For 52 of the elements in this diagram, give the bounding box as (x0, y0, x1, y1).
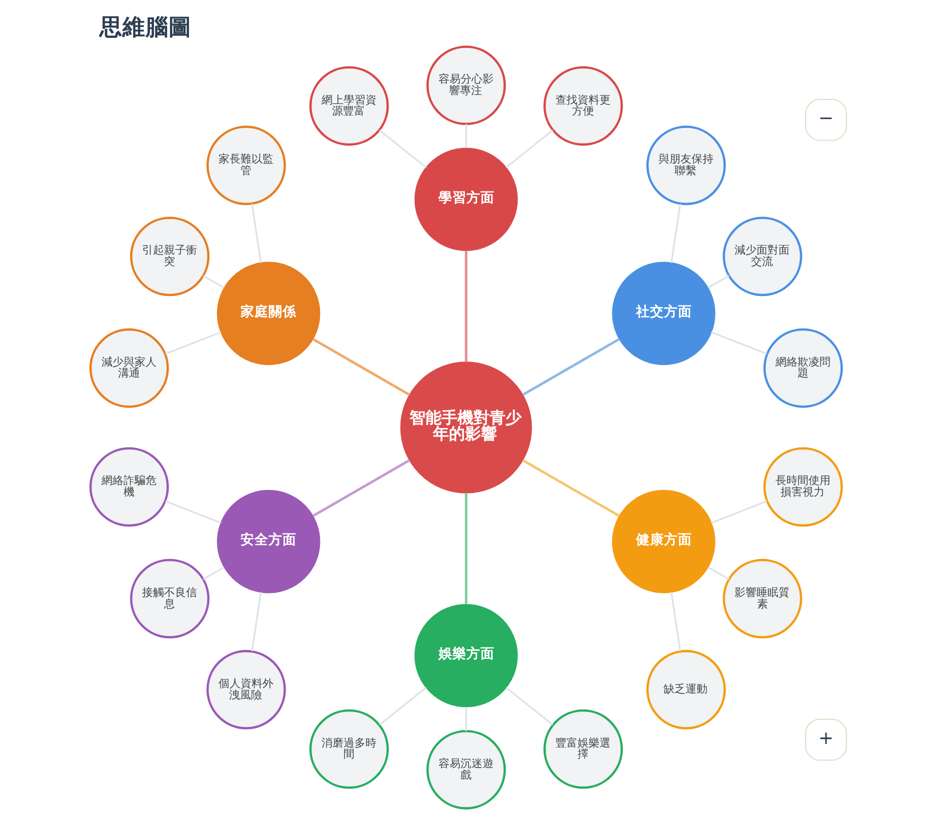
node-circle: 接觸不良信息 (130, 558, 210, 638)
node-circle: 學習方面 (414, 148, 518, 252)
connector (464, 492, 468, 604)
node-circle: 娛樂方面 (414, 604, 518, 708)
connector (708, 275, 730, 289)
node-circle: 家長難以監管 (206, 126, 286, 206)
connector (379, 130, 427, 168)
node-circle: 影響睡眠質素 (722, 558, 802, 638)
node-circle: 網絡欺凌問題 (763, 328, 843, 408)
connector (710, 331, 768, 355)
connector (465, 124, 467, 148)
connector (202, 566, 225, 580)
node-circle: 健康方面 (612, 490, 716, 594)
label: + (818, 728, 834, 750)
node-circle: 減少面對面交流 (722, 216, 802, 296)
connector (312, 338, 410, 396)
node-circle: 網絡詐騙危機 (89, 447, 169, 527)
node-circle: 個人資料外洩風險 (206, 650, 286, 730)
node-circle: 智能手機對青少年的影響 (400, 362, 532, 494)
node-circle: 家庭關係 (216, 262, 320, 366)
connector (202, 275, 225, 289)
node-circle: 引起親子衝突 (130, 216, 210, 296)
node-circle: 社交方面 (612, 262, 716, 366)
node-circle: 查找資料更方便 (543, 66, 623, 146)
connector (522, 338, 620, 396)
node-circle: 安全方面 (216, 490, 320, 594)
node-circle: 容易分心影響專注 (426, 46, 506, 126)
connector (710, 500, 768, 524)
node-circle: 缺乏運動 (646, 650, 726, 730)
node-circle: 豐富娛樂選擇 (543, 709, 623, 789)
diagram-title: 思維腦圖 (100, 14, 192, 40)
connector (522, 459, 620, 518)
connector (251, 204, 262, 264)
connector (165, 331, 222, 355)
connector (670, 592, 682, 652)
node-circle: 長時間使用損害視力 (763, 447, 843, 527)
connector (506, 686, 554, 726)
connector (379, 686, 427, 726)
node-circle: 網上學習資源豐富 (309, 66, 389, 146)
node-circle: 容易沉迷遊戲 (426, 730, 506, 810)
connector (670, 204, 682, 264)
connector (506, 130, 554, 168)
connector (165, 500, 222, 524)
connector (708, 566, 730, 580)
connector (464, 250, 468, 362)
connector (312, 459, 410, 518)
node-circle: 消磨過多時間 (309, 709, 389, 789)
label: − (818, 108, 834, 130)
connector (465, 707, 467, 731)
node-circle: 與朋友保持聯繫 (646, 126, 726, 206)
node-circle: 減少與家人溝通 (89, 328, 169, 408)
connector (251, 592, 262, 652)
